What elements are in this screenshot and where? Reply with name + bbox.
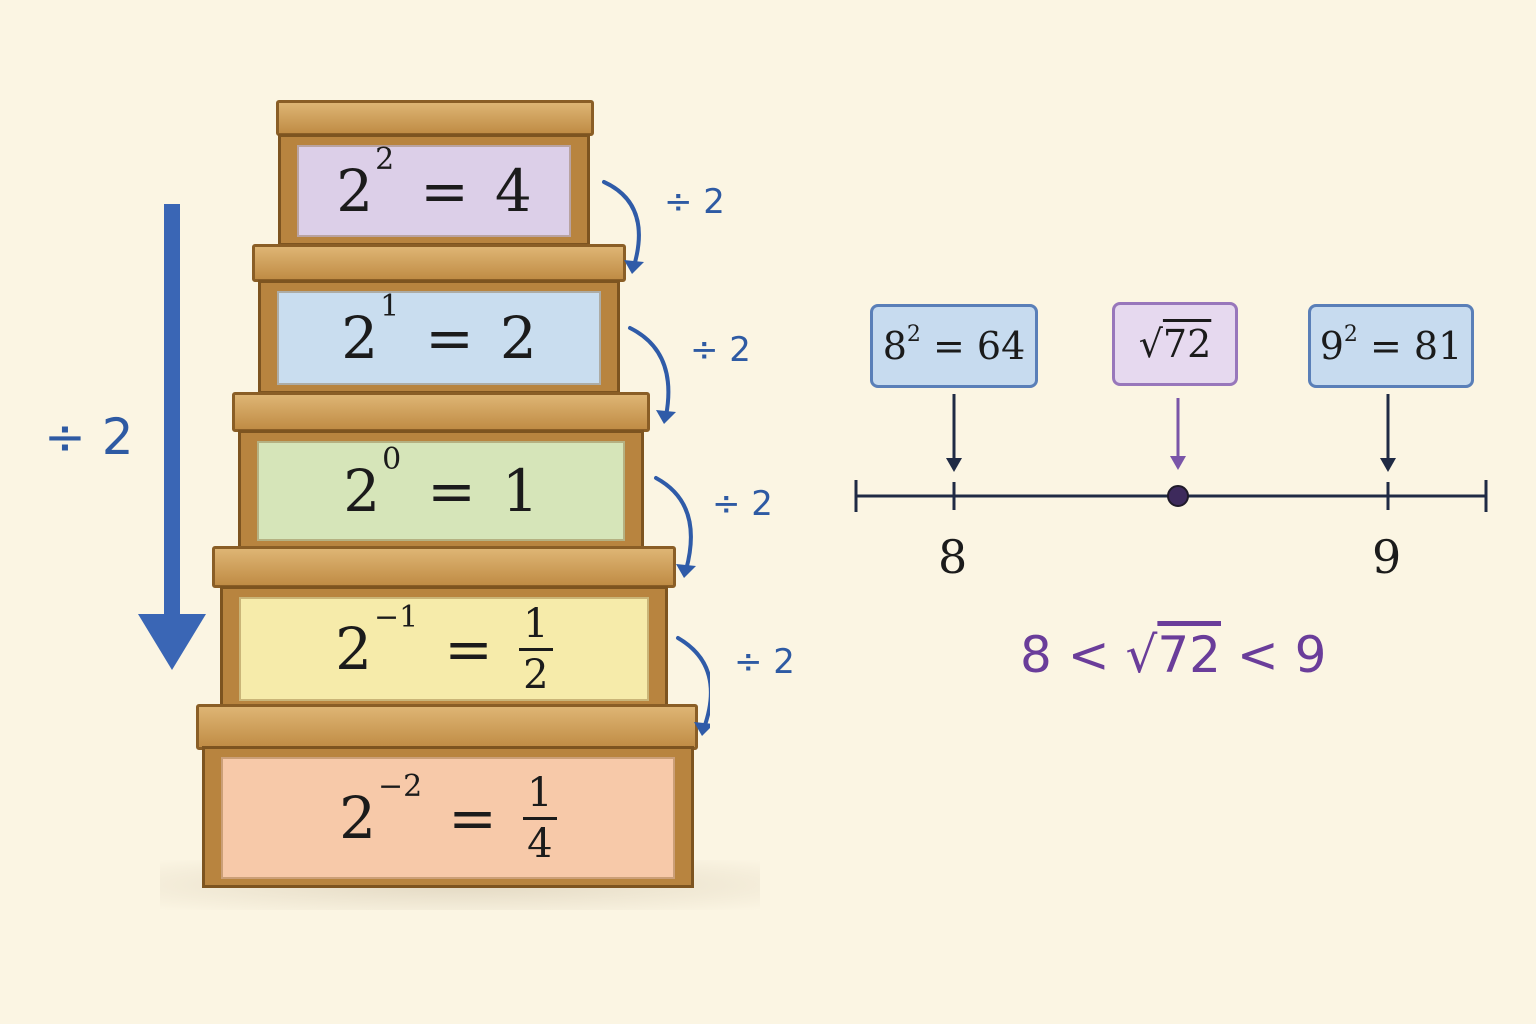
step-divide-label: ÷ 2: [664, 182, 725, 222]
step-riser: 20 = 1: [238, 430, 644, 550]
power-exponent: −2: [378, 768, 423, 804]
inequality-right: < 9: [1221, 626, 1327, 684]
equals-sign: =: [427, 457, 476, 525]
step-panel: 21 = 2: [277, 288, 601, 385]
box-exponent: 2: [906, 321, 921, 347]
fraction-numerator: 1: [523, 600, 549, 647]
fraction-denominator: 4: [527, 820, 553, 867]
inequality-radicand: 72: [1157, 626, 1221, 684]
box-base: 9: [1319, 324, 1344, 368]
step-riser: 22 = 4: [278, 134, 590, 246]
step-tread: [232, 392, 650, 432]
box-result: = 81: [1357, 324, 1463, 368]
arrowhead-icon: [1380, 458, 1396, 472]
step-panel: 22 = 4: [297, 141, 571, 237]
fraction-numerator: 1: [527, 769, 553, 816]
box-base: 8: [882, 324, 907, 368]
power-base: 2: [343, 457, 381, 525]
step-divide-label: ÷ 2: [712, 484, 773, 524]
curved-arrow-icon: [602, 180, 641, 268]
step-panel: 20 = 1: [257, 441, 625, 541]
inequality-left: 8 <: [1020, 626, 1126, 684]
power-value: 2: [499, 304, 537, 372]
tick-label-8: 8: [938, 530, 968, 584]
step-arrows: [602, 180, 710, 736]
power-base: 2: [335, 615, 373, 683]
inequality: 8 < √72 < 9: [1020, 626, 1327, 684]
equals-sign: =: [444, 615, 493, 683]
number-line: [854, 394, 1488, 512]
step-tread: [196, 704, 698, 750]
step-panel: 2−1 = 1 2: [239, 597, 649, 701]
tick-label-9: 9: [1372, 530, 1402, 584]
arrowhead-icon: [1170, 456, 1186, 470]
equals-sign: =: [448, 784, 497, 852]
power-exponent: −1: [374, 599, 419, 635]
big-down-arrow-icon: [138, 204, 206, 670]
root-box: √72: [1112, 302, 1238, 386]
step-riser: 2−2 = 1 4: [202, 746, 694, 888]
step-tread: [212, 546, 676, 588]
step-tread: [276, 100, 594, 136]
step-riser: 21 = 2: [258, 280, 620, 394]
curved-arrow-icon: [676, 636, 710, 730]
step-panel: 2−2 = 1 4: [221, 757, 675, 879]
power-exponent: 1: [380, 288, 400, 324]
equals-sign: =: [425, 304, 474, 372]
fraction: 1 4: [522, 769, 557, 867]
power-exponent: 2: [375, 141, 395, 177]
power-base: 2: [339, 784, 377, 852]
radical-sign: √: [1138, 322, 1163, 366]
side-divide-label: ÷ 2: [44, 408, 134, 466]
radicand: 72: [1162, 322, 1212, 366]
root-point: [1167, 485, 1189, 507]
step-divide-label: ÷ 2: [690, 330, 751, 370]
power-value: 4: [494, 157, 532, 225]
equals-sign: =: [420, 157, 469, 225]
fraction: 1 2: [518, 600, 553, 698]
power-value: 1: [501, 457, 539, 525]
step-divide-label: ÷ 2: [734, 642, 795, 682]
fraction-denominator: 2: [523, 651, 549, 698]
step-tread: [252, 244, 626, 282]
power-exponent: 0: [382, 441, 402, 477]
curved-arrow-icon: [628, 326, 671, 418]
curved-arrow-icon: [654, 476, 693, 572]
box-exponent: 2: [1343, 321, 1358, 347]
power-base: 2: [336, 157, 374, 225]
box-result: = 64: [920, 324, 1026, 368]
arrowhead-icon: [946, 458, 962, 472]
power-base: 2: [341, 304, 379, 372]
inequality-radical: √: [1125, 626, 1158, 684]
